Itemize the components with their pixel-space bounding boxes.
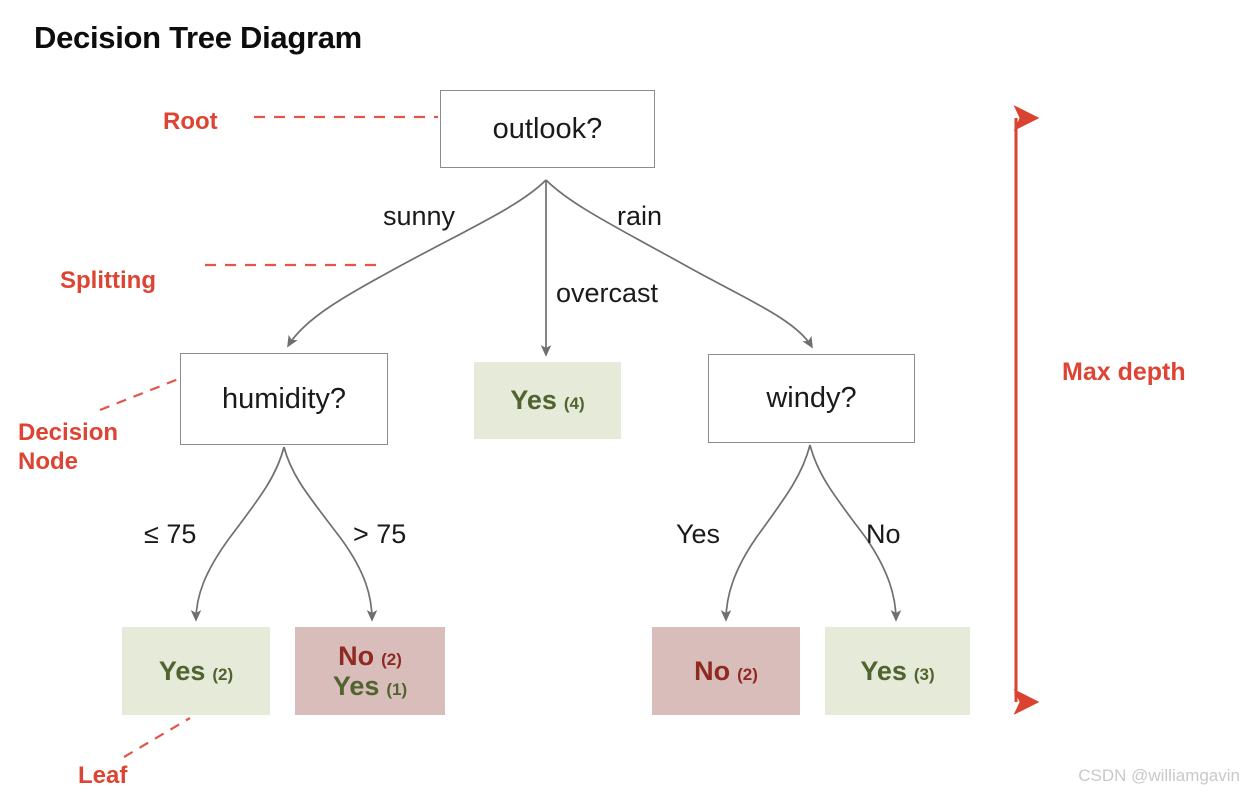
watermark: CSDN @williamgavin <box>1078 766 1240 785</box>
annotation-splitting: Splitting <box>60 267 156 294</box>
leaf-windy-no-yes3[interactable]: Yes (3) <box>825 627 970 715</box>
annotation-decision-node: Decision Node <box>18 418 118 477</box>
leaf-row: Yes (2) <box>159 656 233 686</box>
leader-decision-node <box>99 374 187 412</box>
leaf-row: Yes (1) <box>333 671 407 701</box>
leaf-class-label: No <box>338 640 375 671</box>
edge-label-rain: rain <box>617 201 663 231</box>
edge-root-to-windy <box>545 179 813 349</box>
leaf-count-label: (2) <box>212 664 234 684</box>
node-windy[interactable]: windy? <box>708 354 915 443</box>
leaf-row: Yes (3) <box>860 656 934 686</box>
leaf-row: No (2) <box>694 656 758 686</box>
leaf-overcast-yes4[interactable]: Yes (4) <box>474 362 621 439</box>
leaf-class-label: Yes <box>332 671 380 701</box>
edge-windy-to-no2 <box>720 444 811 622</box>
edge-label-sunny: sunny <box>383 201 456 231</box>
node-root-label: outlook? <box>492 112 603 145</box>
leader-leaf <box>123 717 191 758</box>
annotation-max-depth: Max depth <box>1062 358 1186 386</box>
node-humidity[interactable]: humidity? <box>180 353 388 445</box>
leaf-row: Yes (4) <box>510 385 584 415</box>
leaf-count-label: (3) <box>913 664 935 684</box>
leaf-count-label: (2) <box>737 664 758 684</box>
node-humidity-label: humidity? <box>221 382 347 415</box>
edge-humidity-to-yes2 <box>190 446 285 622</box>
leaf-windy-yes-no2[interactable]: No (2) <box>652 627 800 715</box>
edge-label-windy-no: No <box>866 519 901 549</box>
edge-label-windy-yes: Yes <box>676 519 721 549</box>
annotation-leaf: Leaf <box>78 762 128 789</box>
page-title: Decision Tree Diagram <box>34 20 362 55</box>
node-root-outlook[interactable]: outlook? <box>440 90 655 168</box>
leaf-class-label: Yes <box>158 655 206 686</box>
leaf-count-label: (1) <box>386 680 408 699</box>
edge-label-humidity-gt-75: > 75 <box>353 519 407 549</box>
leaf-class-label: No <box>694 655 731 686</box>
edge-label-humidity-le-75: ≤ 75 <box>144 519 197 549</box>
leaf-class-label: Yes <box>510 385 557 416</box>
leaf-humidity-low-yes2[interactable]: Yes (2) <box>122 627 270 715</box>
node-windy-label: windy? <box>766 382 857 414</box>
annotation-root: Root <box>163 108 218 135</box>
leaf-class-label: Yes <box>860 655 907 686</box>
annotation-decision-node-line1: Decision <box>18 419 119 446</box>
leaf-humidity-high-mixed[interactable]: No (2) Yes (1) <box>295 627 445 715</box>
annotation-decision-node-line2: Node <box>18 448 78 476</box>
leaf-count-label: (2) <box>381 649 402 669</box>
leaf-count-label: (4) <box>563 394 585 414</box>
leaf-row: No (2) <box>338 641 402 671</box>
edge-label-overcast: overcast <box>556 278 659 308</box>
